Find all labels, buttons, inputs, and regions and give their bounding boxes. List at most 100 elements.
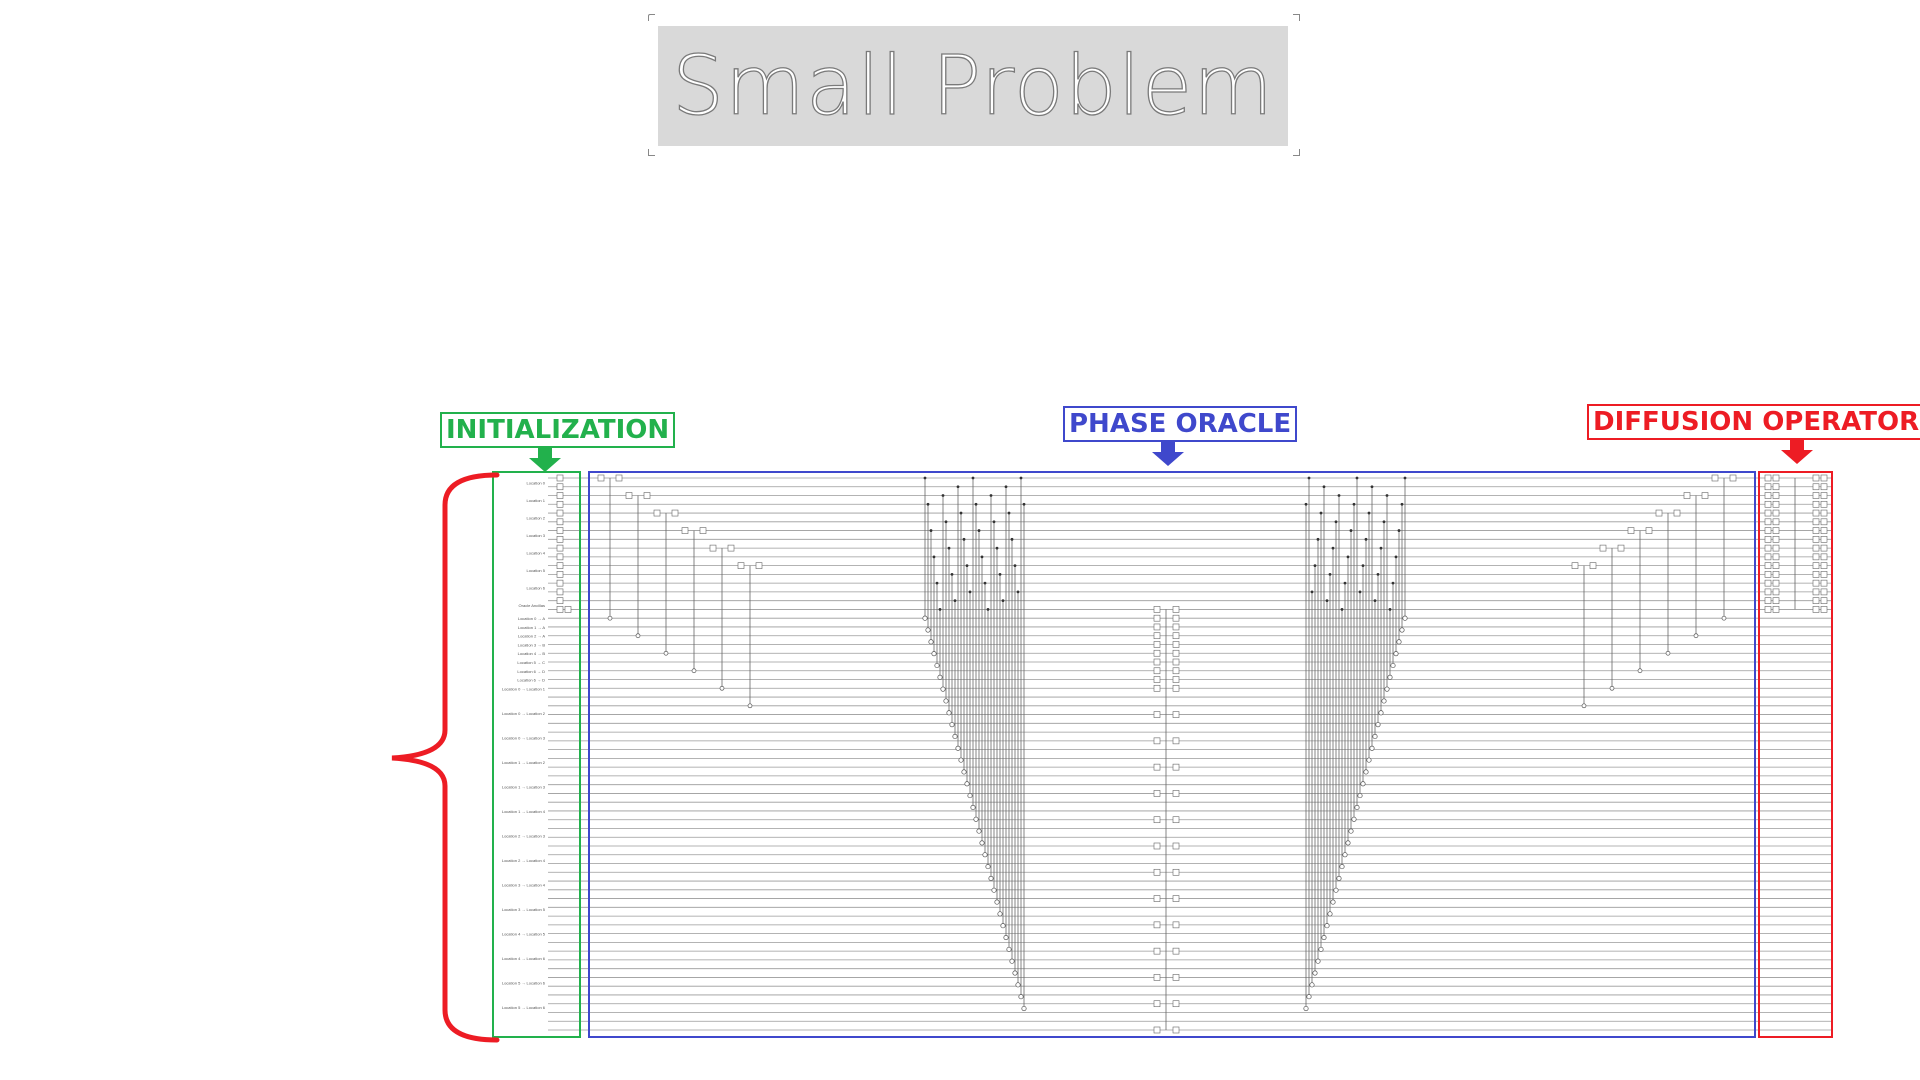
title-box[interactable]: Small Problem bbox=[658, 26, 1288, 146]
x-gate bbox=[1153, 649, 1161, 657]
target-gate bbox=[922, 615, 928, 621]
target-gate bbox=[1363, 769, 1369, 775]
hadamard-gate bbox=[1764, 562, 1772, 569]
target-gate bbox=[1354, 804, 1360, 810]
control-dot bbox=[983, 581, 987, 585]
target-gate bbox=[1021, 1005, 1027, 1012]
hadamard-gate bbox=[556, 597, 564, 604]
control-dot bbox=[1367, 511, 1371, 515]
hadamard-gate bbox=[1764, 492, 1772, 499]
x-gate bbox=[727, 544, 735, 552]
hadamard-gate bbox=[1772, 509, 1780, 517]
target-gate bbox=[1303, 1005, 1309, 1012]
x-gate bbox=[643, 492, 651, 499]
x-gate bbox=[1172, 816, 1180, 824]
target-gate bbox=[1348, 828, 1354, 834]
target-gate bbox=[925, 627, 931, 633]
hadamard-gate bbox=[1812, 606, 1820, 613]
x-gate bbox=[1673, 509, 1681, 517]
target-gate bbox=[1015, 982, 1021, 988]
hadamard-gate bbox=[1772, 544, 1780, 552]
hadamard-gate bbox=[1812, 588, 1820, 596]
register-label: Location 0 bbox=[527, 480, 546, 485]
register-label: Location 4 → B bbox=[518, 651, 546, 656]
hadamard-gate bbox=[1764, 527, 1772, 534]
control-dot bbox=[1382, 520, 1386, 524]
control-dot bbox=[1310, 590, 1314, 594]
hadamard-gate bbox=[556, 492, 564, 499]
x-gate bbox=[1172, 614, 1180, 622]
control-dot bbox=[995, 546, 999, 550]
target-gate bbox=[1360, 781, 1366, 787]
control-dot bbox=[1403, 476, 1407, 480]
register-label: Location 4 → Location 5 bbox=[502, 932, 546, 937]
hadamard-gate bbox=[1772, 571, 1780, 578]
x-gate bbox=[1617, 544, 1625, 552]
target-gate bbox=[1351, 816, 1357, 822]
target-gate bbox=[994, 899, 1000, 905]
control-dot bbox=[1007, 511, 1011, 515]
hadamard-gate bbox=[1772, 597, 1780, 604]
hadamard-gate bbox=[556, 579, 564, 587]
hadamard-gate bbox=[1764, 536, 1772, 543]
control-dot bbox=[1343, 581, 1347, 585]
x-gate bbox=[1153, 842, 1161, 850]
section-boxes bbox=[492, 471, 1833, 1038]
x-gate bbox=[1172, 667, 1180, 675]
hadamard-gate bbox=[556, 536, 564, 543]
hadamard-gate bbox=[1764, 518, 1772, 526]
phase-oracle-label: PHASE ORACLE bbox=[1063, 406, 1298, 442]
diffusion-operator-label: DIFFUSION OPERATOR bbox=[1587, 404, 1920, 440]
control-dot bbox=[1328, 572, 1332, 576]
x-gate bbox=[1589, 562, 1597, 569]
control-dot bbox=[1322, 485, 1326, 489]
x-gate bbox=[1153, 868, 1161, 876]
hadamard-gate bbox=[1820, 553, 1828, 561]
register-label: Location 6 → D bbox=[517, 669, 545, 674]
hadamard-gate bbox=[556, 562, 564, 569]
hadamard-gate bbox=[1764, 474, 1772, 482]
control-dot bbox=[962, 537, 966, 541]
frame-corner bbox=[648, 14, 655, 21]
hadamard-gate bbox=[1820, 562, 1828, 569]
target-gate bbox=[691, 668, 697, 674]
frame-corner bbox=[1293, 14, 1300, 21]
control-dot bbox=[968, 590, 972, 594]
control-dot bbox=[959, 511, 963, 515]
target-gate bbox=[1345, 840, 1351, 846]
hadamard-gate bbox=[1772, 536, 1780, 543]
initialization-arrow bbox=[529, 446, 561, 472]
hadamard-gate bbox=[1812, 536, 1820, 543]
x-gate bbox=[699, 527, 707, 534]
frame-corner bbox=[1293, 149, 1300, 156]
hadamard-gate bbox=[1772, 500, 1780, 508]
target-gate bbox=[967, 793, 973, 799]
target-gate bbox=[982, 852, 988, 858]
register-label: Location 4 bbox=[527, 550, 546, 555]
control-dot bbox=[992, 520, 996, 524]
target-gate bbox=[1012, 970, 1018, 976]
x-gate bbox=[1729, 474, 1737, 482]
target-gate bbox=[1003, 935, 1009, 941]
x-gate bbox=[737, 562, 745, 569]
x-gate bbox=[1172, 947, 1180, 955]
control-dot bbox=[1397, 529, 1401, 532]
register-label: Location 0 → Location 1 bbox=[502, 686, 546, 691]
target-gate bbox=[1009, 958, 1015, 964]
target-gate bbox=[991, 887, 997, 893]
x-gate bbox=[1172, 649, 1180, 657]
control-dot bbox=[965, 564, 969, 568]
hadamard-gate bbox=[1812, 553, 1820, 561]
target-gate bbox=[1693, 633, 1699, 639]
target-gate bbox=[979, 840, 985, 846]
control-dot bbox=[1316, 537, 1320, 541]
slide-title: Small Problem bbox=[671, 38, 1275, 134]
x-gate bbox=[1153, 658, 1161, 666]
hadamard-gate bbox=[1764, 544, 1772, 552]
register-label: Location 3 → Location 4 bbox=[502, 883, 546, 888]
control-dot bbox=[1370, 485, 1374, 489]
control-dot bbox=[998, 572, 1002, 576]
control-dot bbox=[1361, 564, 1365, 568]
initialization-box bbox=[492, 471, 581, 1038]
